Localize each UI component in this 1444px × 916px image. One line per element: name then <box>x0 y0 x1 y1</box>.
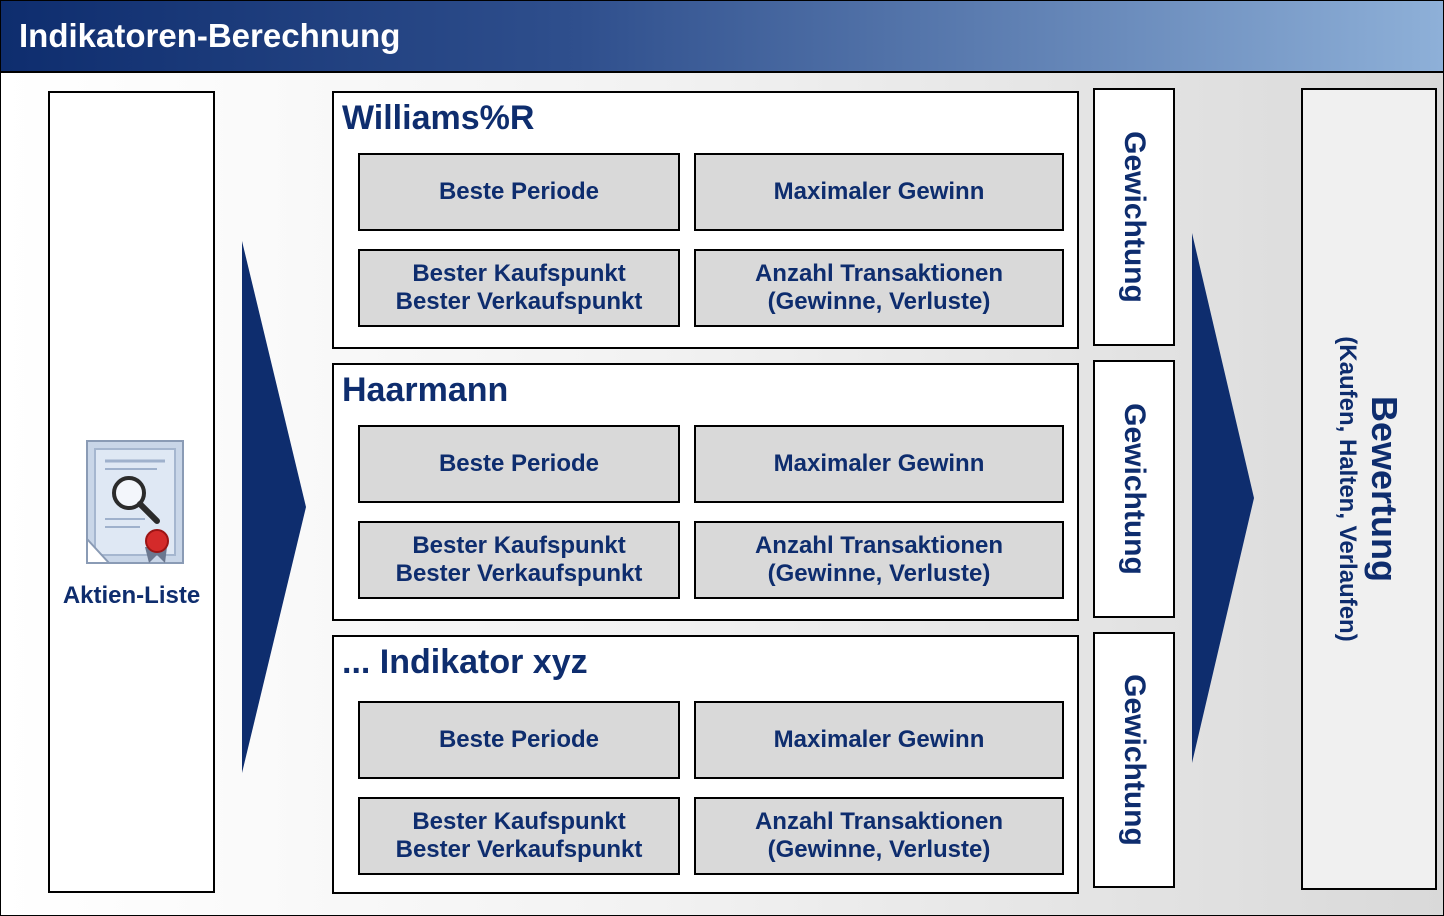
indicator-title: ... Indikator xyz <box>342 643 588 681</box>
metric-gains-losses: (Gewinne, Verluste) <box>767 560 991 587</box>
weight-label: Gewichtung <box>1118 674 1151 846</box>
metric-transaction-count: Anzahl Transaktionen <box>754 808 1004 835</box>
weight-box-xyz: Gewichtung <box>1093 632 1175 888</box>
flow-arrow-right <box>1192 233 1254 763</box>
metric-transactions: Anzahl Transaktionen (Gewinne, Verluste) <box>694 249 1064 327</box>
indicator-panel-williams: Williams%R Beste Periode Maximaler Gewin… <box>332 91 1079 349</box>
metric-max-gain: Maximaler Gewinn <box>694 701 1064 779</box>
metric-max-gain: Maximaler Gewinn <box>694 425 1064 503</box>
metric-best-period: Beste Periode <box>358 701 680 779</box>
header-title: Indikatoren-Berechnung <box>19 17 401 54</box>
metric-best-buy: Bester Kaufspunkt <box>412 532 626 559</box>
metric-best-sell: Bester Verkaufspunkt <box>395 560 643 587</box>
metric-best-period: Beste Periode <box>358 153 680 231</box>
rating-subtitle: (Kaufen, Halten, Verlaufen) <box>1334 336 1361 642</box>
header-bar: Indikatoren-Berechnung <box>1 1 1443 73</box>
metric-transaction-count: Anzahl Transaktionen <box>754 260 1004 287</box>
metric-best-sell: Bester Verkaufspunkt <box>395 836 643 863</box>
rating-box: Bewertung (Kaufen, Halten, Verlaufen) <box>1301 88 1437 890</box>
metric-max-gain: Maximaler Gewinn <box>694 153 1064 231</box>
metric-transaction-count: Anzahl Transaktionen <box>754 532 1004 559</box>
indicator-title: Williams%R <box>342 99 535 137</box>
metric-gains-losses: (Gewinne, Verluste) <box>767 836 991 863</box>
stock-list-label: Aktien-Liste <box>62 582 201 609</box>
indicator-title: Haarmann <box>342 371 509 409</box>
metric-best-buy: Bester Kaufspunkt <box>412 808 626 835</box>
metric-best-period: Beste Periode <box>358 425 680 503</box>
metric-transactions: Anzahl Transaktionen (Gewinne, Verluste) <box>694 521 1064 599</box>
rating-title: Bewertung <box>1364 395 1405 583</box>
metric-buy-sell-points: Bester Kaufspunkt Bester Verkaufspunkt <box>358 797 680 875</box>
metric-best-buy: Bester Kaufspunkt <box>412 260 626 287</box>
stock-list-box: Aktien-Liste <box>48 91 215 893</box>
certificate-search-icon <box>86 440 184 564</box>
weight-box-williams: Gewichtung <box>1093 88 1175 346</box>
metric-best-sell: Bester Verkaufspunkt <box>395 288 643 315</box>
metric-buy-sell-points: Bester Kaufspunkt Bester Verkaufspunkt <box>358 249 680 327</box>
weight-label: Gewichtung <box>1118 403 1151 575</box>
indicator-panel-haarmann: Haarmann Beste Periode Maximaler Gewinn … <box>332 363 1079 621</box>
rating-text: Bewertung (Kaufen, Halten, Verlaufen) <box>1332 336 1406 641</box>
metric-gains-losses: (Gewinne, Verluste) <box>767 288 991 315</box>
indicator-panel-xyz: ... Indikator xyz Beste Periode Maximale… <box>332 635 1079 894</box>
metric-buy-sell-points: Bester Kaufspunkt Bester Verkaufspunkt <box>358 521 680 599</box>
flow-arrow-left <box>242 241 306 773</box>
metric-transactions: Anzahl Transaktionen (Gewinne, Verluste) <box>694 797 1064 875</box>
weight-label: Gewichtung <box>1118 131 1151 303</box>
weight-box-haarmann: Gewichtung <box>1093 360 1175 618</box>
